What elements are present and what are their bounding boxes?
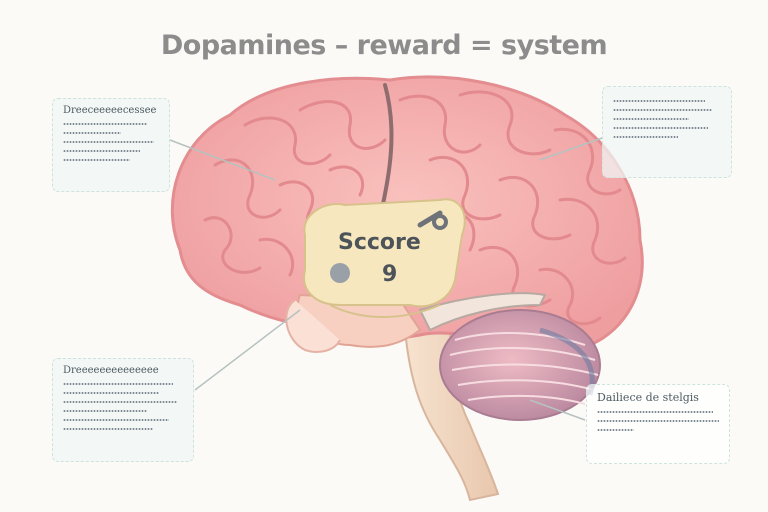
note-heading: Dreeceeeeecessee [63, 105, 157, 116]
note-line [597, 411, 713, 413]
note-heading: Dailiece de stelgis [597, 391, 699, 404]
note-line [613, 100, 705, 102]
note-heading: Dreeeeeeeeeeeeee [63, 365, 159, 376]
note-line [63, 141, 155, 143]
brain-folds [203, 83, 627, 326]
note-bottom-left: Dreeeeeeeeeeeeee [52, 358, 194, 462]
note-line [63, 123, 148, 125]
score-dot-icon [330, 263, 350, 283]
cerebellum-folds [449, 332, 599, 405]
note-line [63, 428, 153, 430]
note-line [597, 420, 719, 422]
note-line [613, 109, 713, 111]
note-top-right [602, 86, 732, 178]
note-line [613, 127, 709, 129]
note-bottom-right: Dailiece de stelgis [586, 384, 730, 464]
leader-lines [169, 137, 603, 421]
note-line [63, 150, 140, 152]
score-value: 9 [382, 262, 398, 287]
note-line [63, 383, 174, 385]
note-line [63, 159, 131, 161]
note-line [63, 401, 177, 403]
midbrain-band [418, 292, 547, 332]
note-line [63, 132, 121, 134]
note-line [63, 410, 147, 412]
score-label: Sccore [338, 230, 421, 255]
note-line [597, 429, 634, 431]
note-line [613, 136, 678, 138]
note-line [63, 392, 159, 394]
note-line [613, 118, 689, 120]
page-title: Dopamines – reward = system [160, 30, 608, 61]
note-line [63, 419, 169, 421]
note-top-left: Dreeceeeeecessee [52, 98, 170, 192]
